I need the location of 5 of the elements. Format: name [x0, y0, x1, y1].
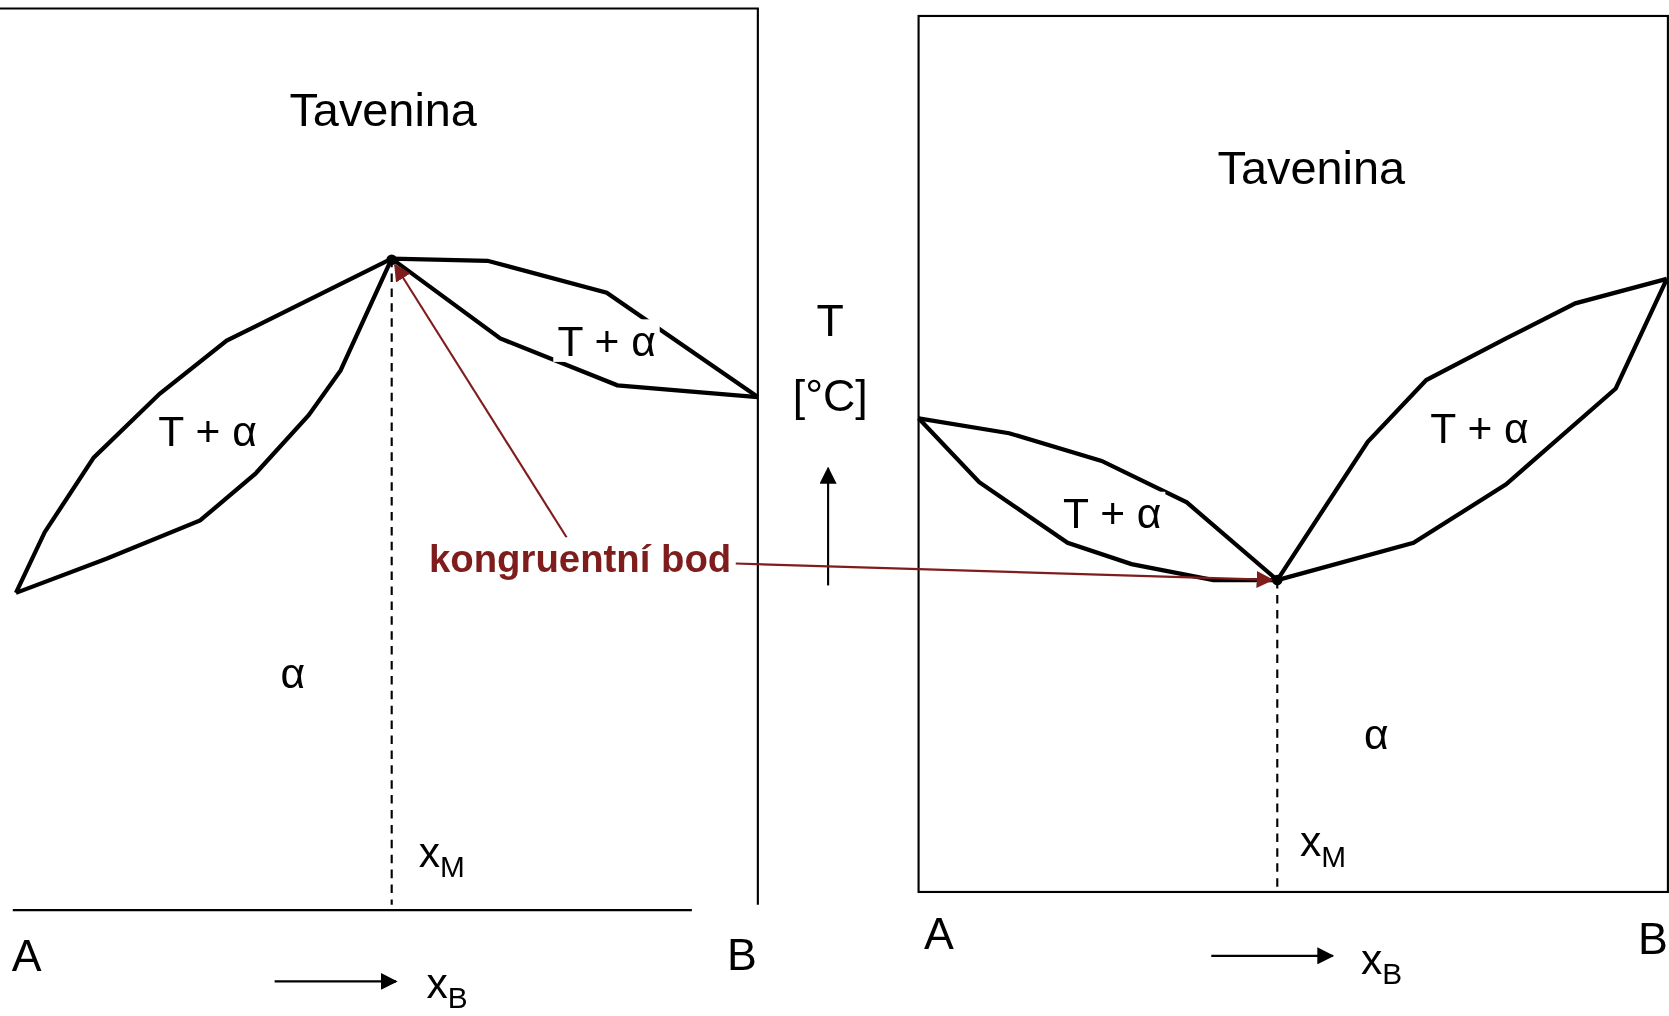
leader-arrow: [735, 562, 1274, 588]
region-label: T + α: [553, 319, 661, 362]
congruent-point-dot: [1271, 574, 1283, 586]
leader-arrow: [394, 263, 568, 539]
congruent-point-dot: [386, 254, 397, 266]
